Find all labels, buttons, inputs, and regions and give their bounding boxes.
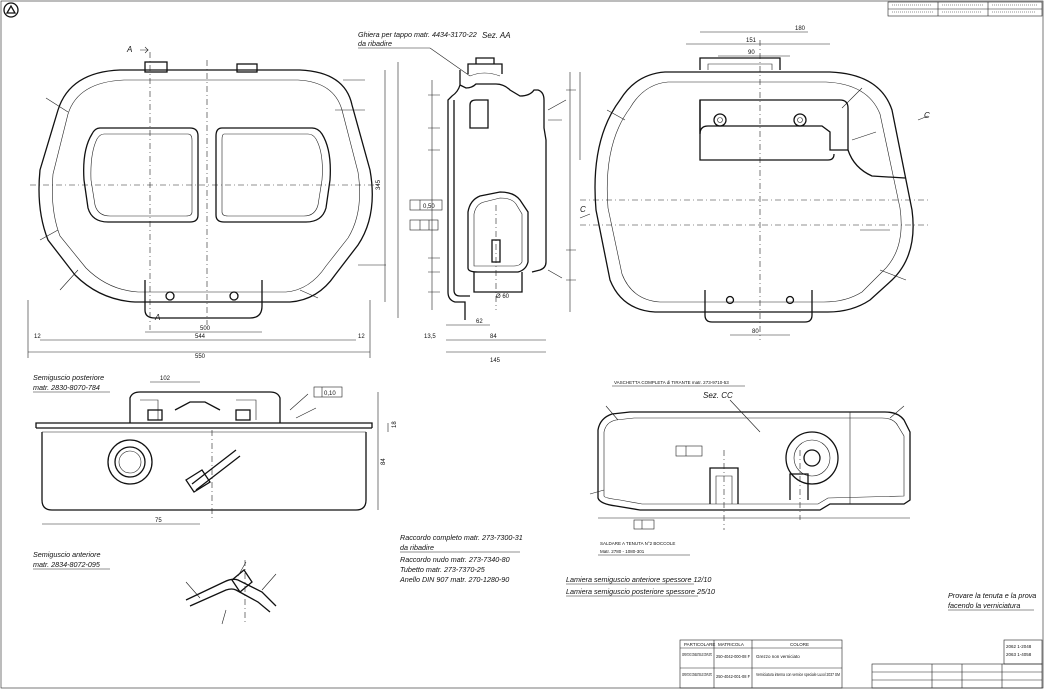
note-saldare: SALDARE A TENUTA N°2 BOCCOLE <box>600 541 675 546</box>
dim-75: 75 <box>155 518 162 524</box>
tolerance-frame-flatness: 0,50 <box>409 199 443 211</box>
note-saldare-code: Matr. 2780 - 1080-301 <box>600 549 645 554</box>
dim-544: 544 <box>195 334 206 340</box>
section-cc-label: Sez. CC <box>703 391 733 400</box>
dim-102: 102 <box>160 376 171 382</box>
dim-62: 62 <box>476 319 483 325</box>
note-ghiera-2: da ribadire <box>358 39 392 48</box>
dim-12-left: 12 <box>34 334 41 340</box>
note-raccordo-5: Anello DIN 907 matr. 270-1280-90 <box>399 575 509 584</box>
dim-80: 80 <box>752 329 759 335</box>
revision-strip <box>887 1 1043 17</box>
dim-section-60: Ø 60 <box>496 294 510 300</box>
rear-view-tank: C C 180 151 90 80 <box>566 26 930 340</box>
tb-row1-code: 250-4042-000-08 F <box>716 654 750 659</box>
dim-plan-84: 84 <box>381 458 387 465</box>
note-semiguscio-post: Semiguscio posteriore <box>33 373 104 382</box>
note-raccordo-2: da ribadire <box>400 543 434 552</box>
note-ghiera: Ghiera per tappo matr. 4434-3170-22 <box>358 30 477 39</box>
dim-tol-010: 0,10 <box>324 391 336 397</box>
tb-row1-colour: Grezzo non verniciato <box>756 654 800 659</box>
tb-row2-colour: Verniciatura interna con vernice special… <box>756 672 840 677</box>
section-mark-c-left: C <box>580 205 586 214</box>
dim-18: 18 <box>392 421 398 428</box>
dim-12-right: 12 <box>358 334 365 340</box>
dim-145: 145 <box>490 358 501 364</box>
title-block: PARTICOLARE MATRICOLA COLORE SERBATOIO C… <box>679 639 1043 689</box>
section-mark-a-bottom: A <box>154 313 160 322</box>
detail-fitting-view <box>185 560 277 625</box>
note-lamiera-2: Lamiera semiguscio posteriore spessore 2… <box>566 587 715 596</box>
raccordo-note-block: Raccordo completo matr. 273-7300-31 da r… <box>399 533 523 584</box>
tb-row2-code: 250-4042-001-08 F <box>716 674 750 679</box>
note-raccordo-1: Raccordo completo matr. 273-7300-31 <box>400 533 523 542</box>
dim-500: 500 <box>200 326 211 332</box>
dim-151: 151 <box>746 38 757 44</box>
note-vaschetta: VASCHETTA COMPLETA di TIRANTE matr. 273-… <box>614 380 729 385</box>
section-cc-view: Sez. CC VASCHETTA COMPLETA di TIRANTE ma… <box>589 380 911 556</box>
section-mark-c-right: C <box>924 111 930 120</box>
plan-view-tank: Semiguscio posteriore matr. 2830-8070-78… <box>33 373 398 570</box>
note-semiguscio-ant: Semiguscio anteriore <box>33 550 101 559</box>
provare-note: Provare la tenuta e la prova facendo la … <box>948 591 1036 611</box>
tb-corner-code-2: 2063 1-4058 <box>1006 652 1032 657</box>
dim-13-5: 13,5 <box>424 334 436 340</box>
dim-90: 90 <box>748 50 755 56</box>
svg-text:0,50: 0,50 <box>423 204 435 210</box>
tb-col-matricola: MATRICOLA <box>718 642 744 647</box>
section-aa-view: Sez. AA Ghiera per tappo matr. 4434-3170… <box>358 30 567 364</box>
note-raccordo-4: Tubetto matr. 273-7370-25 <box>400 565 486 574</box>
note-lamiera-1: Lamiera semiguscio anteriore spessore 12… <box>566 575 711 584</box>
dim-84: 84 <box>490 334 497 340</box>
section-mark-a-top: A <box>126 45 132 54</box>
note-semiguscio-ant-code: matr. 2834-8072-095 <box>33 560 101 569</box>
company-logo <box>3 2 19 18</box>
tb-col-colore: COLORE <box>790 642 809 647</box>
front-view-tank: A A 500 544 550 12 12 345 <box>27 45 399 360</box>
tolerance-frame-position <box>409 219 439 231</box>
tb-col-particolare: PARTICOLARE <box>684 642 715 647</box>
tb-row2-part: SERBATOIO COMBUSTIBILE COMPLETO <box>682 672 712 677</box>
tb-row1-part: SERBATOIO COMBUSTIBILE COMPLETO <box>682 652 712 657</box>
dim-180: 180 <box>795 26 806 32</box>
lamiera-notes: Lamiera semiguscio anteriore spessore 12… <box>566 575 715 597</box>
tb-corner-code-1: 2062 1-2048 <box>1006 644 1032 649</box>
dim-550: 550 <box>195 354 206 360</box>
note-provare-1: Provare la tenuta e la prova <box>948 591 1036 600</box>
note-raccordo-3: Raccordo nudo matr. 273-7340-80 <box>400 555 510 564</box>
dim-front-height: 345 <box>376 179 382 190</box>
section-aa-label: Sez. AA <box>482 31 511 40</box>
note-semiguscio-post-code: matr. 2830-8070-784 <box>33 383 100 392</box>
note-provare-2: facendo la verniciatura <box>948 601 1020 610</box>
